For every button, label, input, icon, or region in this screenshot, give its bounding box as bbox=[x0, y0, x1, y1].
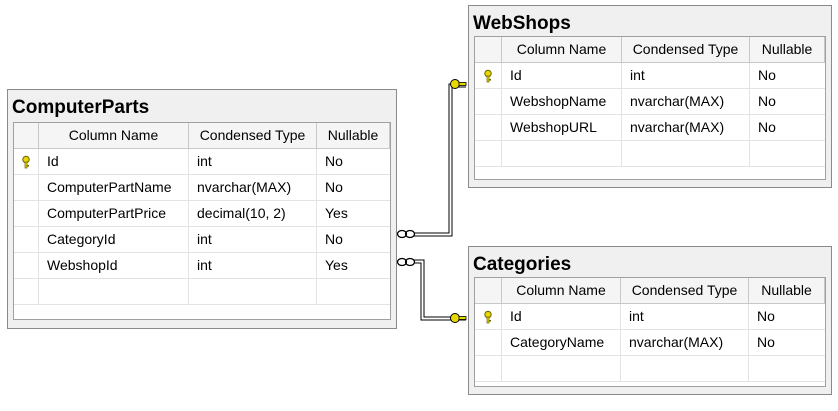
header-condensed-type[interactable]: Condensed Type bbox=[189, 123, 317, 148]
column-name-cell[interactable]: WebshopURL bbox=[502, 115, 622, 140]
row-selector[interactable] bbox=[14, 253, 39, 278]
column-name-cell[interactable] bbox=[502, 356, 621, 381]
header-column-name[interactable]: Column Name bbox=[502, 37, 622, 62]
grid-header: Column Name Condensed Type Nullable bbox=[14, 123, 390, 149]
row-selector[interactable] bbox=[14, 227, 39, 252]
table-title: Categories bbox=[473, 254, 572, 275]
nullable-cell[interactable]: No bbox=[757, 334, 775, 350]
table-categories[interactable]: Categories Column Name Condensed Type Nu… bbox=[468, 246, 832, 395]
nullable-cell[interactable]: Yes bbox=[325, 205, 348, 221]
infinity-icon bbox=[396, 229, 416, 239]
nullable-cell[interactable]: No bbox=[325, 153, 343, 169]
column-name-cell[interactable]: WebshopName bbox=[502, 89, 622, 114]
nullable-cell[interactable]: No bbox=[757, 308, 775, 324]
condensed-type-cell[interactable]: nvarchar(MAX) bbox=[189, 175, 317, 200]
nullable-cell[interactable]: No bbox=[758, 119, 776, 135]
condensed-type-cell[interactable] bbox=[189, 279, 317, 304]
nullable-cell[interactable]: No bbox=[758, 67, 776, 83]
row-selector[interactable] bbox=[475, 356, 502, 381]
condensed-type-cell[interactable]: int bbox=[189, 253, 317, 278]
header-nullable[interactable]: Nullable bbox=[317, 123, 390, 148]
table-title: WebShops bbox=[473, 13, 571, 34]
primary-key-icon bbox=[481, 310, 495, 324]
row-selector[interactable] bbox=[475, 304, 502, 329]
key-icon bbox=[450, 313, 467, 323]
row-selector[interactable] bbox=[14, 149, 39, 174]
condensed-type-cell[interactable]: nvarchar(MAX) bbox=[622, 115, 750, 140]
empty-row[interactable] bbox=[475, 141, 825, 167]
column-name-cell[interactable]: CategoryId bbox=[39, 227, 189, 252]
column-name-cell[interactable]: Id bbox=[502, 63, 622, 88]
condensed-type-cell[interactable]: int bbox=[189, 149, 317, 174]
table-webshops[interactable]: WebShops Column Name Condensed Type Null… bbox=[468, 5, 832, 188]
condensed-type-cell[interactable]: int bbox=[622, 63, 750, 88]
infinity-icon bbox=[396, 257, 416, 267]
condensed-type-cell[interactable] bbox=[622, 141, 750, 166]
header-nullable[interactable]: Nullable bbox=[750, 37, 825, 62]
header-column-name[interactable]: Column Name bbox=[502, 278, 621, 303]
row-selector[interactable] bbox=[475, 330, 502, 355]
condensed-type-cell[interactable]: nvarchar(MAX) bbox=[622, 89, 750, 114]
nullable-cell[interactable]: No bbox=[325, 231, 343, 247]
row-selector-header bbox=[475, 278, 502, 303]
table-title: ComputerParts bbox=[12, 97, 150, 118]
row-selector[interactable] bbox=[475, 141, 502, 166]
row-selector[interactable] bbox=[14, 279, 39, 304]
column-name-cell[interactable] bbox=[502, 141, 622, 166]
column-name-cell[interactable]: ComputerPartName bbox=[39, 175, 189, 200]
condensed-type-cell[interactable]: nvarchar(MAX) bbox=[621, 330, 749, 355]
column-name-cell[interactable]: WebshopId bbox=[39, 253, 189, 278]
header-column-name[interactable]: Column Name bbox=[39, 123, 189, 148]
grid-header: Column Name Condensed Type Nullable bbox=[475, 37, 825, 63]
grid-header: Column Name Condensed Type Nullable bbox=[475, 278, 825, 304]
primary-key-icon bbox=[19, 155, 33, 169]
header-nullable[interactable]: Nullable bbox=[749, 278, 825, 303]
relationship-line-webshops[interactable] bbox=[414, 83, 466, 237]
condensed-type-cell[interactable]: decimal(10, 2) bbox=[189, 201, 317, 226]
row-selector[interactable] bbox=[475, 63, 502, 88]
row-selector[interactable] bbox=[475, 115, 502, 140]
condensed-type-cell[interactable]: int bbox=[621, 304, 749, 329]
condensed-type-cell[interactable] bbox=[621, 356, 749, 381]
primary-key-icon bbox=[481, 69, 495, 83]
header-condensed-type[interactable]: Condensed Type bbox=[622, 37, 750, 62]
nullable-cell[interactable]: No bbox=[758, 93, 776, 109]
nullable-cell[interactable]: Yes bbox=[325, 257, 348, 273]
relationship-line-categories[interactable] bbox=[414, 259, 466, 321]
key-icon bbox=[450, 79, 467, 89]
row-selector[interactable] bbox=[14, 175, 39, 200]
condensed-type-cell[interactable]: int bbox=[189, 227, 317, 252]
row-selector-header bbox=[14, 123, 39, 148]
row-selector-header bbox=[475, 37, 502, 62]
column-name-cell[interactable]: CategoryName bbox=[502, 330, 621, 355]
column-name-cell[interactable]: ComputerPartPrice bbox=[39, 201, 189, 226]
nullable-cell[interactable]: No bbox=[325, 179, 343, 195]
column-name-cell[interactable] bbox=[39, 279, 189, 304]
table-computerparts[interactable]: ComputerParts Column Name Condensed Type… bbox=[7, 89, 397, 329]
empty-row[interactable] bbox=[14, 279, 390, 305]
empty-row[interactable] bbox=[475, 356, 825, 382]
header-condensed-type[interactable]: Condensed Type bbox=[621, 278, 749, 303]
row-selector[interactable] bbox=[14, 201, 39, 226]
column-name-cell[interactable]: Id bbox=[39, 149, 189, 174]
row-selector[interactable] bbox=[475, 89, 502, 114]
column-name-cell[interactable]: Id bbox=[502, 304, 621, 329]
